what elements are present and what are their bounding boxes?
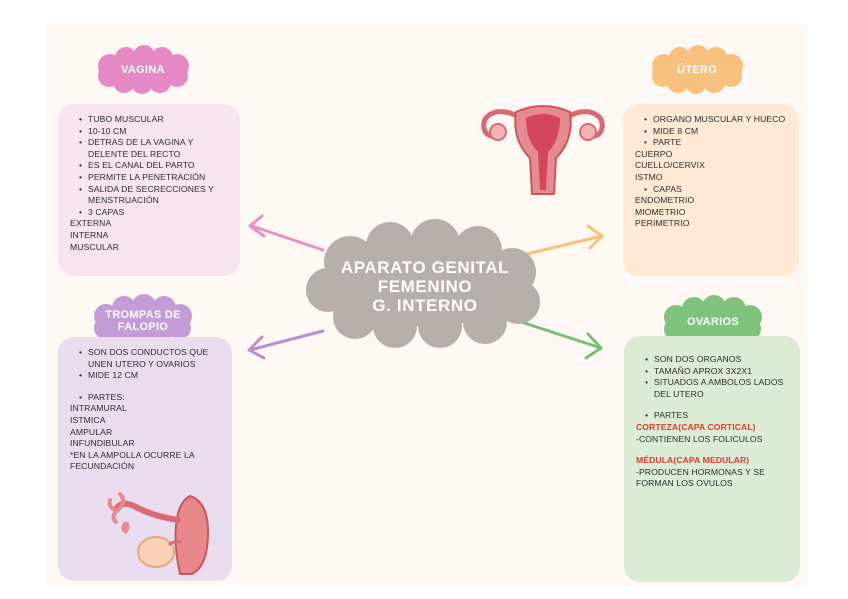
list-item: ES EL CANAL DEL PARTO xyxy=(79,160,230,172)
list-item: MIDE 12 CM xyxy=(79,370,222,382)
list-item: 3 CAPAS xyxy=(79,207,230,219)
list-item: PARTES: xyxy=(79,392,222,404)
ovarios-title: OVARIOS xyxy=(686,316,739,328)
ovarios-bullets-1: SON DOS ORGANOS TAMAÑO APROX 3X2X1 SITUA… xyxy=(636,354,790,400)
trompas-bullets-1: SON DOS CONDUCTOS QUE UNEN UTERO Y OVARI… xyxy=(70,347,222,382)
utero-line: CUELLO/CERVIX xyxy=(635,160,705,171)
list-item: DETRAS DE LA VAGINA Y DELENTE DEL RECTO xyxy=(79,137,230,160)
list-item: SALIDA DE SECRECCIONES Y MENSTRUACIÓN xyxy=(79,184,230,207)
utero-title-cloud xyxy=(652,45,743,94)
ovarios-corteza-text: -CONTIENEN LOS FOLICULOS xyxy=(636,433,763,444)
utero-bullets-2: CAPAS xyxy=(635,184,789,196)
trompas-title-line1: TROMPAS DE xyxy=(105,309,181,321)
trompas-title-line2: FALOPIO xyxy=(117,321,169,333)
vagina-title: VAGINA xyxy=(121,64,165,76)
utero-line: ENDOMETRIO xyxy=(635,195,695,206)
ovarios-medula-label: MÉDULA(CAPA MEDULAR) xyxy=(636,455,750,466)
list-item: SON DOS CONDUCTOS QUE UNEN UTERO Y OVARI… xyxy=(79,347,222,370)
list-item: MIDE 8 CM xyxy=(644,126,789,138)
vagina-title-cloud xyxy=(98,45,189,94)
utero-line: PERIMETRIO xyxy=(635,218,690,229)
central-line1: APARATO GENITAL xyxy=(340,257,510,277)
ovarios-title-cloud xyxy=(664,295,762,347)
utero-card: ORGANO MUSCULAR Y HUECO MIDE 8 CM PARTE … xyxy=(623,104,799,276)
central-title: APARATO GENITAL FEMENINO G. INTERNO xyxy=(318,244,532,328)
trompas-line: ISTMICA xyxy=(70,414,106,425)
utero-title: ÚTERO xyxy=(677,64,717,76)
utero-bullets-1: ORGANO MUSCULAR Y HUECO MIDE 8 CM PARTE xyxy=(635,114,789,149)
ovarios-bullets-2: PARTES xyxy=(636,410,790,422)
arrow-to-trompas xyxy=(247,329,325,360)
utero-line: ISTMO xyxy=(635,171,663,182)
list-item: PERMITE LA PENETRACIÓN xyxy=(79,172,230,184)
list-item: SON DOS ORGANOS xyxy=(645,354,790,366)
central-line3: G. INTERNO xyxy=(372,295,478,315)
trompas-line: *EN LA AMPOLLA OCURRE LA FECUNDACIÓN xyxy=(70,449,195,472)
list-item: TAMAÑO APROX 3X2X1 xyxy=(645,366,790,378)
utero-line: MIOMETRIO xyxy=(635,206,686,217)
vagina-line: EXTERNA xyxy=(70,218,112,229)
list-item: PARTES xyxy=(645,410,790,422)
ovarios-corteza-label: CORTEZA(CAPA CORTICAL) xyxy=(636,421,756,432)
list-item: ORGANO MUSCULAR Y HUECO xyxy=(644,114,789,126)
list-item: PARTE xyxy=(644,137,789,149)
trompas-bullets-2: PARTES: xyxy=(70,392,222,404)
arrow-to-utero xyxy=(525,224,604,256)
vagina-line: MUSCULAR xyxy=(70,241,120,252)
list-item: SITUADOS A AMBOLOS LADOS DEL UTERO xyxy=(645,377,790,400)
central-line2: FEMENINO xyxy=(377,276,473,296)
vagina-bullets: TUBO MUSCULAR 10-10 CM DETRAS DE LA VAGI… xyxy=(70,114,230,218)
trompas-line: INFUNDIBULAR xyxy=(70,438,135,449)
uterus-icon xyxy=(481,105,605,195)
arrow-to-vagina xyxy=(248,214,325,252)
vagina-card: TUBO MUSCULAR 10-10 CM DETRAS DE LA VAGI… xyxy=(58,104,240,276)
list-item: TUBO MUSCULAR xyxy=(79,114,230,126)
list-item: CAPAS xyxy=(644,184,789,196)
arrow-to-ovarios xyxy=(513,318,603,360)
list-item: 10-10 CM xyxy=(79,126,230,138)
fallopian-ovary-icon xyxy=(107,492,210,575)
central-cloud xyxy=(306,219,540,348)
utero-line: CUERPO xyxy=(635,148,673,159)
trompas-line: AMPULAR xyxy=(70,426,113,437)
ovarios-medula-text: -PRODUCEN HORMONAS Y SE FORMAN LOS OVULO… xyxy=(636,466,765,489)
trompas-line: INTRAMURAL xyxy=(70,403,127,414)
trompas-title: TROMPAS DE FALOPIO xyxy=(88,296,198,346)
ovarios-card: SON DOS ORGANOS TAMAÑO APROX 3X2X1 SITUA… xyxy=(624,336,800,582)
vagina-line: INTERNA xyxy=(70,229,109,240)
